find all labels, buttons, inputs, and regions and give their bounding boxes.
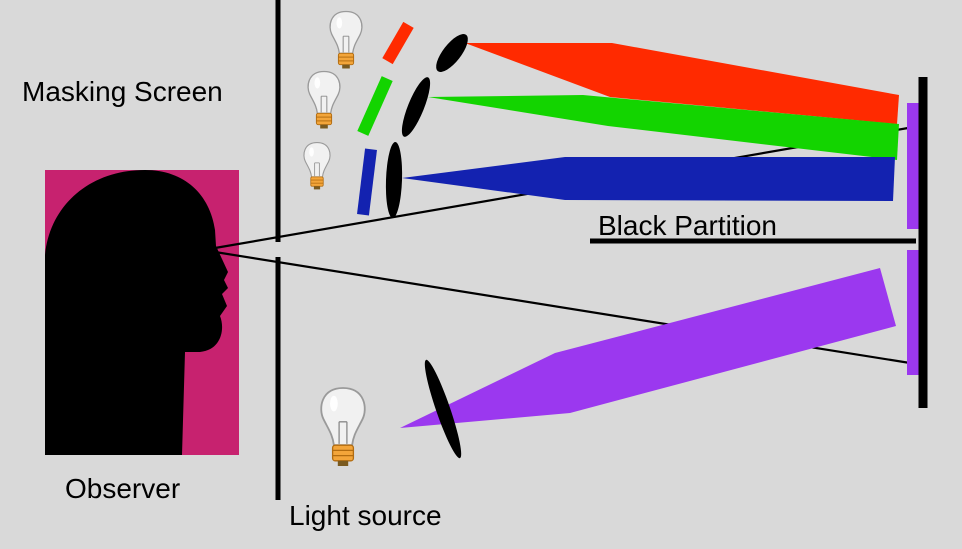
blue-filter-icon [357,148,377,216]
observer-label: Observer [65,473,180,504]
green-beam [428,95,899,160]
light-bulb-icon-red [329,10,363,70]
green-filter-icon [357,76,393,136]
violet-lens-icon [424,359,462,459]
green-lens-icon [401,77,431,137]
observer-head-silhouette [45,170,228,455]
light-bulb-icon-blue [303,142,331,190]
blue-lens-icon [385,142,403,218]
light-bulb-icon-test [320,387,366,467]
red-lens-icon [436,34,468,72]
red-filter-icon [382,21,414,65]
blue-beam [402,157,895,201]
red-beam [465,43,899,124]
light-source-label: Light source [289,500,442,531]
screen-upper-field [907,103,920,229]
light-bulb-icon-green [307,70,341,130]
masking-screen-label: Masking Screen [22,76,223,107]
violet-beam [400,268,896,428]
black-partition-label: Black Partition [598,210,777,241]
screen-lower-field [907,250,920,375]
